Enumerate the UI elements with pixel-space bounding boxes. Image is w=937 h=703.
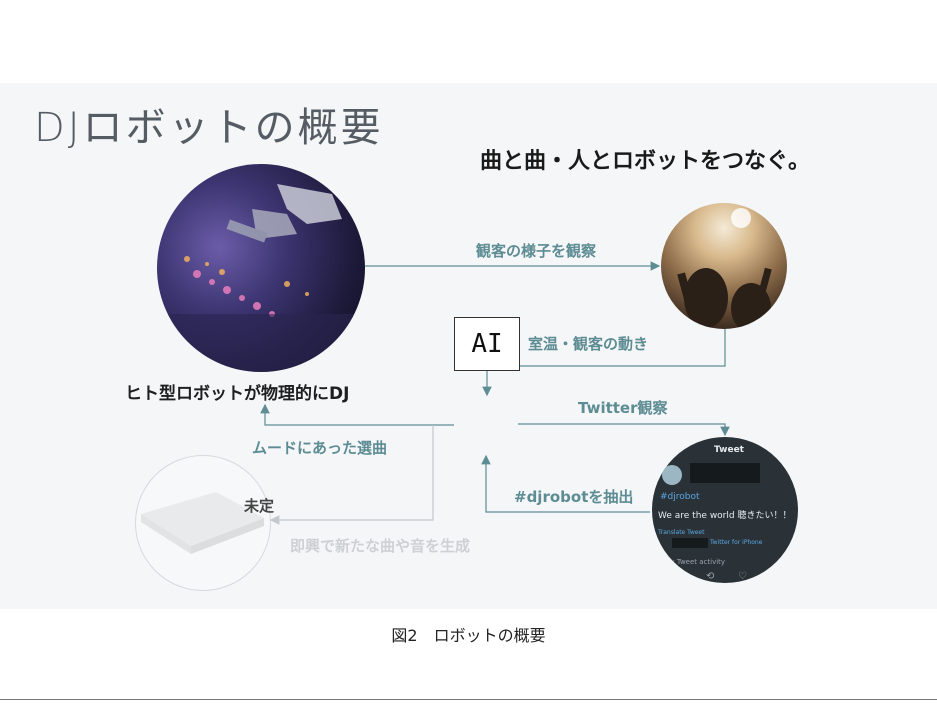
edge-ai-to-robot: [265, 405, 454, 425]
edge-label-extract-hashtag: #djrobotを抽出: [514, 486, 633, 507]
edge-label-twitter-observe: Twitter観察: [578, 397, 668, 418]
edge-label-mood-selection: ムードにあった選曲: [252, 437, 387, 458]
edge-label-temp-movement: 室温・観客の動き: [528, 333, 648, 354]
edge-label-improv-generate: 即興で新たな曲や音を生成: [290, 535, 470, 556]
figure-caption: 図2 ロボットの概要: [0, 622, 937, 646]
edge-label-observe-audience: 観客の様子を観察: [476, 240, 596, 261]
robot-label: ヒト型ロボットが物理的にDJ: [125, 379, 349, 404]
edge-ai-to-tweet: [518, 424, 725, 435]
undecided-label: 未定: [244, 495, 274, 516]
page-divider: [0, 699, 937, 700]
ai-node: AI: [454, 317, 520, 371]
